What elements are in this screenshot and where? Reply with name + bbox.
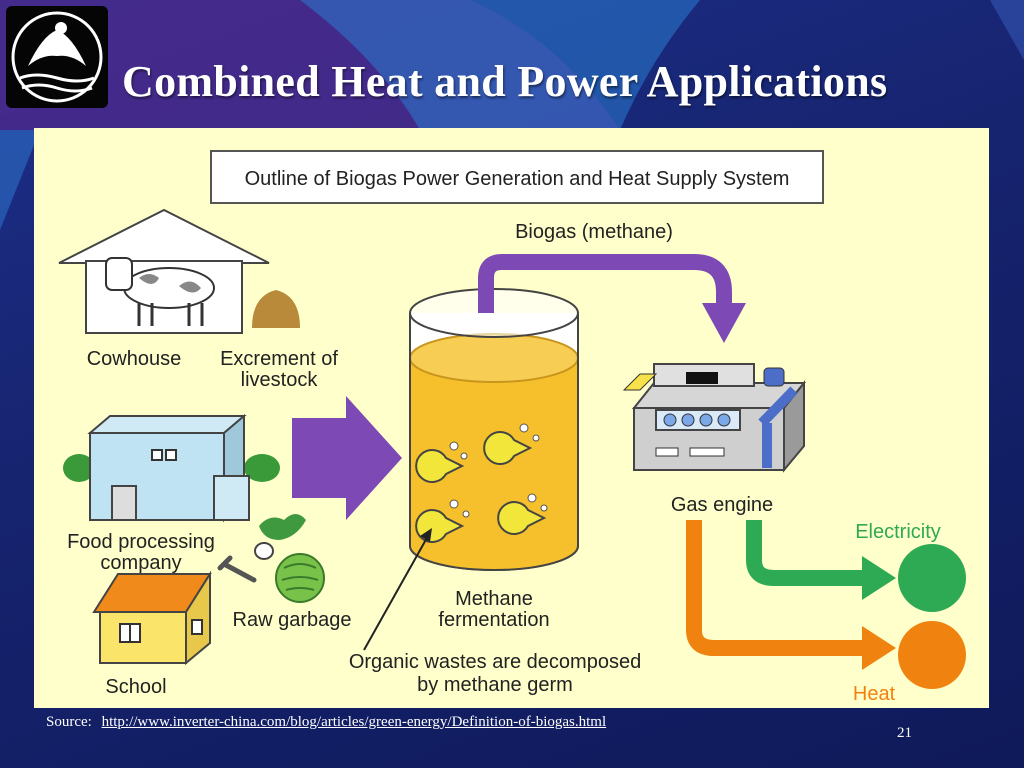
organic-label-line2: by methane germ [417, 674, 573, 696]
raw-garbage-icon [217, 514, 325, 603]
biogas-label: Biogas (methane) [515, 221, 673, 243]
input-arrow-icon [292, 396, 402, 520]
excrement-label-line1: Excrement of [220, 348, 338, 370]
biogas-diagram: Outline of Biogas Power Generation and H… [58, 150, 966, 705]
gas-engine-label: Gas engine [671, 494, 773, 516]
cowhouse-icon [58, 208, 270, 334]
school-icon [92, 570, 212, 666]
gas-engine-icon [622, 363, 807, 473]
source-link[interactable]: http://www.inverter-china.com/blog/artic… [101, 714, 607, 730]
diagram-heading-box: Outline of Biogas Power Generation and H… [210, 150, 824, 204]
biogas-arrow-icon [478, 254, 732, 313]
factory-icon [63, 413, 280, 523]
pointer-arrow-icon [363, 528, 432, 651]
electricity-label: Electricity [855, 521, 941, 543]
slide-title: Combined Heat and Power Applications [122, 57, 888, 106]
electricity-arrow-icon [746, 520, 864, 586]
electricity-circle-icon [898, 544, 966, 612]
food-label-line2: company [100, 552, 181, 574]
raw-garbage-label: Raw garbage [233, 609, 352, 631]
heat-arrow-icon [686, 520, 864, 656]
source-citation: Source: http://www.inverter-china.com/bl… [46, 714, 606, 731]
source-label: Source: [46, 714, 92, 730]
diagram-panel: Outline of Biogas Power Generation and H… [34, 128, 989, 708]
heat-circle-icon [898, 621, 966, 689]
page-number: 21 [897, 725, 912, 741]
food-label-line1: Food processing [67, 531, 215, 553]
logo [6, 6, 108, 108]
methane-label-line1: Methane [455, 588, 533, 610]
cowhouse-label: Cowhouse [87, 348, 182, 370]
organic-label-line1: Organic wastes are decomposed [349, 651, 641, 673]
excrement-icon [252, 290, 300, 328]
diagram-heading: Outline of Biogas Power Generation and H… [245, 168, 790, 190]
heat-label: Heat [853, 683, 896, 705]
school-label: School [105, 676, 166, 698]
logo-emblem-icon [11, 11, 103, 103]
excrement-label-line2: livestock [241, 369, 319, 391]
methane-label-line2: fermentation [438, 609, 549, 631]
